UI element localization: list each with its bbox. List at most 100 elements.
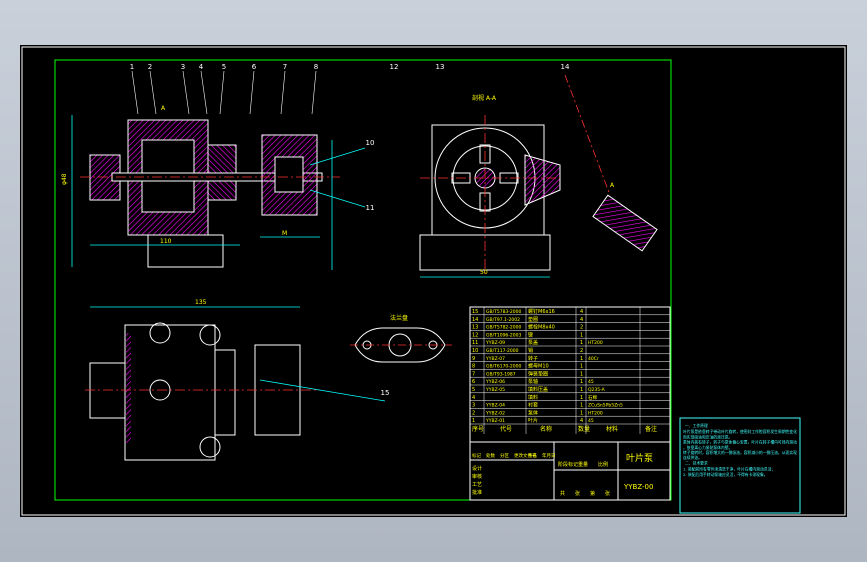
bom-cell-no: 8: [472, 364, 475, 370]
balloon-10: 10: [366, 139, 375, 147]
side-view: 50 剖视 A-A: [419, 94, 561, 278]
title-block: 叶片泵 YYBZ-00 标记处数分区更改文件号签名年月日设计审核工艺批准阶段标记…: [469, 441, 671, 501]
detail-a-body: [592, 194, 658, 252]
detail-a-leader: [564, 74, 611, 196]
bom-cell-qty: 2: [580, 325, 583, 331]
balloon-leader-3: [182, 70, 190, 115]
tb-label3-2: 比例: [598, 461, 608, 468]
bom-header-0: 序号: [472, 425, 484, 433]
outer-frame: [21, 46, 846, 516]
dim-side-label: M: [282, 230, 287, 237]
notes-p2: ，依靠离心力紧贴泵体内壁。: [683, 445, 732, 450]
tb-label4-3: 张: [605, 490, 610, 497]
drawing-viewport[interactable]: φ48 110 M A 50 剖视 A-A A: [20, 45, 847, 517]
notes-p1: 叶片泵是依靠转子带动叶片旋转，使密封工作腔容积发生周期性变化: [683, 429, 797, 434]
balloon-leader-4: [200, 70, 208, 115]
notes-p5: 2. 装配后用手转动泵轴应灵活，不得有卡滞现象。: [683, 472, 768, 477]
inner-frame: [54, 59, 672, 501]
notes-p2: 泵体内装有转子，转子与泵体偏心安置，叶片在转子槽内可径向滑动: [683, 440, 797, 445]
bom-header-1: 代号: [500, 425, 512, 433]
notes-p3: 转子旋转时，容积增大的一侧吸油，容积减小的一侧压油，从而实现: [683, 450, 797, 455]
bom-cell-name: 衬套: [528, 402, 538, 409]
tb-drawing-no: YYBZ-00: [623, 483, 653, 491]
bom-cell-no: 2: [472, 410, 475, 416]
plan-dim-label: 135: [195, 299, 207, 306]
bom-cell-qty: 1: [580, 371, 583, 377]
detail-a-view: A: [564, 74, 658, 252]
tb-label2-2: 工艺: [472, 482, 482, 488]
bom-cell-no: 10: [472, 348, 478, 354]
bom-cell-mat: 45: [588, 379, 594, 385]
bom-cell-code: YYBZ-04: [485, 403, 505, 409]
bom-cell-no: 3: [472, 403, 475, 409]
bom-cell-no: 12: [472, 332, 478, 338]
tb-label3-1: 重量: [578, 461, 588, 468]
tb-label2-3: 批准: [472, 489, 482, 496]
bom-cell-no: 11: [472, 340, 478, 346]
notes-p1: 而实现吸油和压油的液压泵。: [683, 434, 732, 439]
bom-cell-name: 叶片: [528, 417, 538, 424]
plan-gland: [214, 349, 236, 436]
plan-view: 135: [85, 299, 386, 461]
base-foot: [147, 234, 224, 268]
bom-cell-no: 13: [472, 325, 478, 331]
bom-cell-code: GB/T5782-2000: [486, 325, 522, 331]
bom-cell-mat: ZCuSn5Pb5Zn5: [588, 403, 623, 409]
bom-header-4: 材料: [606, 425, 618, 433]
bom-cell-name: 填料: [528, 394, 538, 401]
bom-cell-mat: 40Cr: [588, 356, 599, 362]
balloon-12: 12: [390, 63, 399, 71]
tb-label2-0: 设计: [472, 465, 482, 472]
tb-label-0: 标记: [472, 452, 481, 459]
balloon-5: 5: [222, 63, 226, 71]
balloon-4: 4: [199, 63, 204, 71]
plan-hatch-strip: [126, 333, 131, 443]
tb-label3-0: 阶段标记: [558, 461, 578, 468]
side-outlet: [524, 154, 561, 206]
bom-cell-code: YYBZ-01: [485, 418, 505, 424]
bom-cell-name: 弹簧垫圈: [528, 370, 548, 377]
bom-cell-code: GB/T5783-2000: [486, 309, 522, 315]
bom-cell-qty: 1: [580, 356, 583, 362]
tb-labels: 标记处数分区更改文件号签名年月日设计审核工艺批准阶段标记重量比例共张第张: [472, 452, 610, 497]
flange-view: 法兰盘: [350, 314, 452, 363]
bom-cell-qty: 2: [580, 348, 583, 354]
bom-cell-code: GB/T1096-2003: [486, 332, 522, 338]
tb-label-4: 签名: [528, 452, 537, 459]
plan-boss-top: [149, 322, 171, 344]
leader-13: [309, 189, 366, 208]
balloon-leader-2: [149, 70, 157, 115]
bom-cell-qty: 1: [580, 340, 583, 346]
bom-cell-name: 垫圈: [528, 316, 538, 323]
balloon-1: 1: [130, 63, 134, 71]
bom-cell-name: 销: [528, 347, 533, 354]
cad-drawing: φ48 110 M A 50 剖视 A-A A: [21, 46, 846, 516]
plan-boss-right: [199, 324, 221, 346]
flange-outline: [354, 327, 446, 363]
balloon-15: 15: [381, 389, 390, 397]
tb-label-5: 年月日: [542, 452, 556, 459]
balloon-leader-5: [219, 70, 225, 115]
bom-cell-qty: 1: [580, 332, 583, 338]
balloon-8: 8: [314, 63, 318, 71]
bom-cell-code: GB/T93-1987: [486, 371, 516, 377]
balloon-2: 2: [148, 63, 152, 71]
detail-a-label: A: [610, 182, 615, 189]
bom-cell-qty: 1: [580, 387, 583, 393]
leader-10: [309, 147, 366, 166]
dim-front-height: φ48: [61, 173, 68, 185]
bom-cell-qty: 1: [580, 395, 583, 401]
bom-cell-no: 6: [472, 379, 475, 385]
notes-h2: 二、技术要求: [685, 460, 708, 465]
balloon-leader-6: [249, 70, 255, 115]
notes-p3: 连续供油。: [683, 455, 702, 460]
balloon-leader-7: [280, 70, 286, 115]
bom-cell-qty: 1: [580, 364, 583, 370]
bom-cell-name: 填料压盖: [528, 386, 548, 393]
balloon-leader-1: [131, 70, 139, 115]
section-view-label: 剖视 A-A: [472, 94, 497, 102]
bom-cell-mat: Q235-A: [588, 387, 606, 393]
plan-left-part: [89, 362, 126, 419]
